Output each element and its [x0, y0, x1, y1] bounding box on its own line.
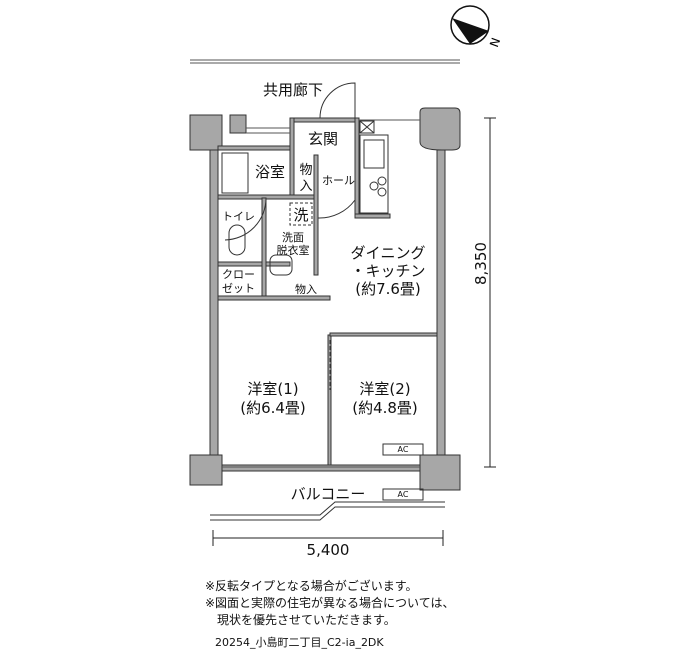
walls: [189, 107, 461, 491]
width-dimension: 5,400: [306, 541, 350, 559]
storage1-char2: 入: [299, 179, 313, 194]
closet-line1: クロー: [222, 268, 255, 281]
storage1-label: 物入: [299, 163, 312, 195]
note-1: ※反転タイプとなる場合がございます。: [205, 579, 418, 593]
room2-line2: (約4.8畳): [352, 399, 418, 417]
toilet-label: トイレ: [222, 210, 255, 223]
dk-line2: ・キッチン: [350, 262, 426, 280]
plan-code: 20254_小島町二丁目_C2-ia_2DK: [215, 636, 384, 649]
room1-line2: (約6.4畳): [240, 399, 306, 417]
dk-label: ダイニング・キッチン(約7.6畳): [350, 244, 425, 298]
washroom-label: 洗面脱衣室: [277, 231, 310, 257]
bath-label: 浴室: [254, 163, 286, 181]
room2-line1: 洋室(2): [359, 380, 411, 398]
room2-label: 洋室(2)(約4.8畳): [352, 380, 418, 418]
entrance-label: 玄関: [307, 130, 339, 148]
corridor-label: 共用廊下: [262, 81, 324, 99]
note-3: 現状を優先させていただきます。: [205, 613, 396, 627]
dk-line3: (約7.6畳): [355, 280, 421, 298]
storage1-char1: 物: [299, 163, 313, 178]
note-2: ※図面と実際の住宅が異なる場合については、: [205, 596, 455, 610]
washroom-line2: 脱衣室: [276, 244, 310, 257]
closet-line2: ゼット: [222, 282, 255, 295]
room1-label: 洋室(1)(約6.4畳): [240, 380, 306, 418]
north-label: N: [486, 36, 502, 49]
height-dimension: 8,350: [472, 242, 490, 285]
closet-label: クローゼット: [222, 268, 255, 296]
room1-line1: 洋室(1): [247, 380, 299, 398]
balcony-label: バルコニー: [290, 485, 366, 503]
dk-line1: ダイニング: [350, 244, 426, 262]
washer-label: 洗: [293, 206, 309, 224]
storage2-label: 物入: [295, 283, 317, 296]
washroom-line1: 洗面: [282, 231, 304, 244]
hall-label: ホール: [322, 174, 355, 187]
ac-label: AC: [397, 445, 409, 454]
balcony-ac-label: AC: [397, 490, 409, 499]
compass-icon: [450, 5, 490, 45]
